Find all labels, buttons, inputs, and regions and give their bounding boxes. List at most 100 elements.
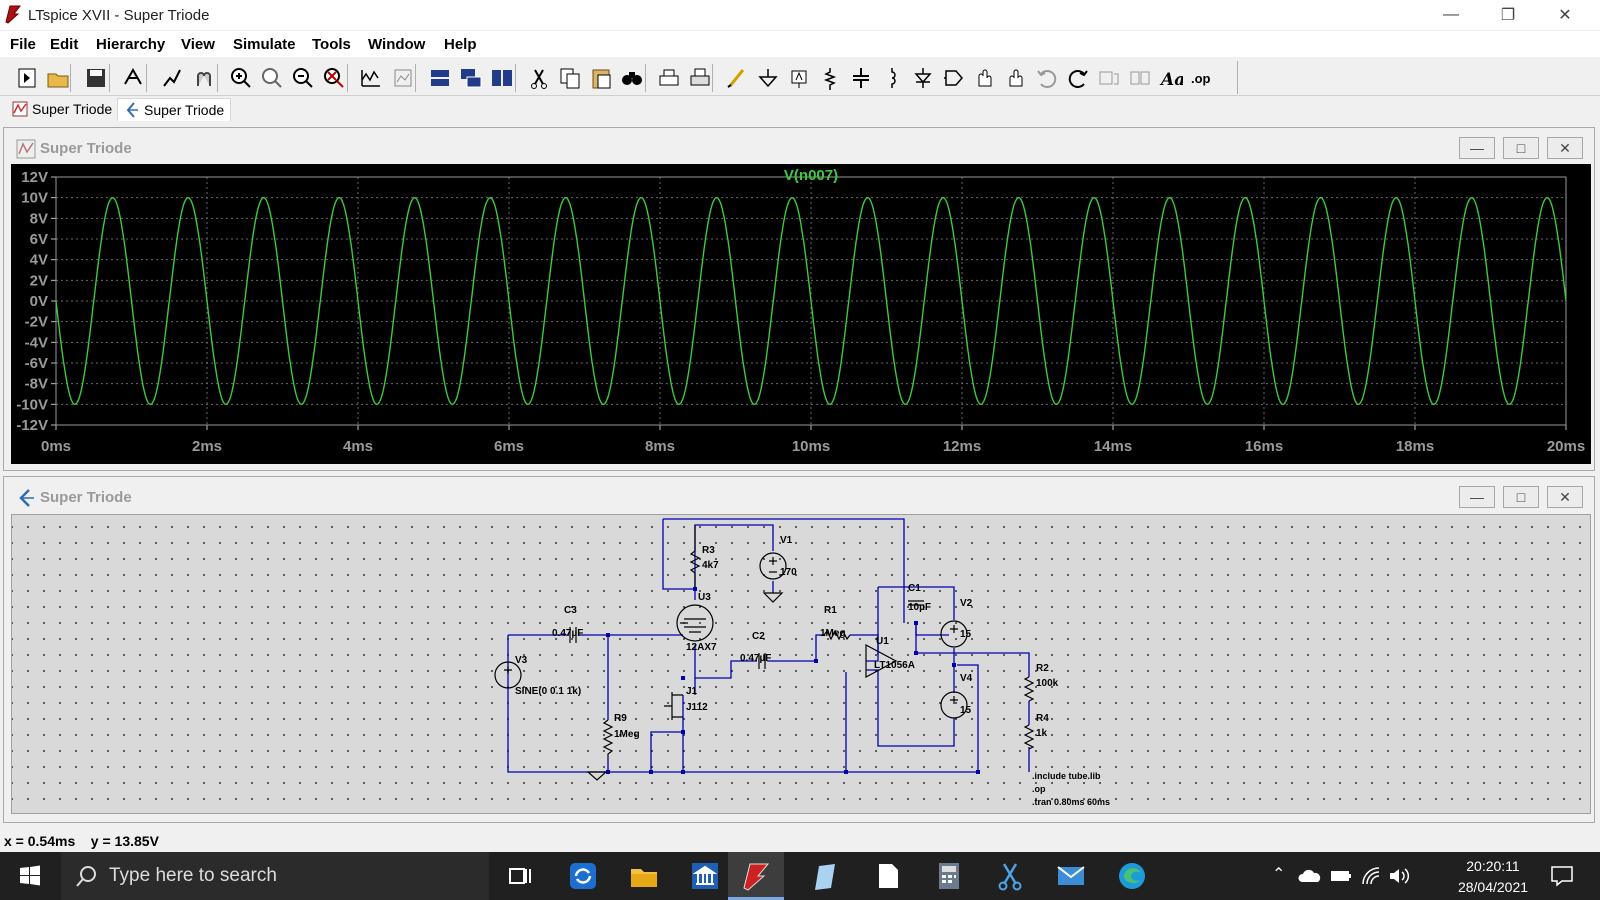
paste-button[interactable] <box>589 66 613 90</box>
copy-button[interactable] <box>558 66 582 90</box>
new-schematic-icon <box>18 68 36 88</box>
menu-help[interactable]: Help <box>444 36 477 53</box>
text-icon: Aa <box>1159 70 1185 90</box>
blank-file-icon[interactable] <box>872 860 904 892</box>
menu-bar: File Edit Hierarchy View Simulate Tools … <box>0 31 1600 57</box>
schematic-minimize-button[interactable]: — <box>1459 486 1495 508</box>
new-schematic-button[interactable] <box>15 66 39 90</box>
resistor-button[interactable] <box>818 66 842 90</box>
print-button[interactable] <box>688 66 712 90</box>
zoom-in-button[interactable] <box>229 66 253 90</box>
spice-directive: .tran 0.80ms 60ms <box>1032 797 1110 807</box>
toolbar-separator <box>70 64 71 92</box>
waveform-minimize-button[interactable]: — <box>1459 137 1495 159</box>
cut-button[interactable] <box>527 66 551 90</box>
mirror-button[interactable] <box>1128 66 1152 90</box>
notepad-icon[interactable] <box>811 860 843 892</box>
taskbar-clock[interactable]: 20:20:11 28/04/2021 <box>1456 856 1530 898</box>
diode-button[interactable] <box>911 66 935 90</box>
u3-label: U3 <box>698 592 711 603</box>
draw-wire-button[interactable] <box>725 66 749 90</box>
menu-window[interactable]: Window <box>368 36 426 53</box>
schematic-maximize-button[interactable]: □ <box>1503 486 1539 508</box>
v4-label: V4 <box>960 673 973 684</box>
y-tick-label: 12V <box>21 169 48 186</box>
waveform-icon <box>16 139 36 159</box>
redo-button[interactable] <box>1066 66 1090 90</box>
zoom-out-icon <box>293 68 313 88</box>
restore-button[interactable]: ❐ <box>1479 0 1537 30</box>
sync-app-icon[interactable] <box>567 860 599 892</box>
ground-button[interactable] <box>756 66 780 90</box>
halt-button[interactable] <box>192 66 216 90</box>
inductor-button[interactable] <box>880 66 904 90</box>
tab-schematic[interactable]: Super Triode <box>117 98 232 121</box>
component-button[interactable] <box>942 66 966 90</box>
fit-trace-button[interactable] <box>391 66 415 90</box>
zoom-out-button[interactable] <box>291 66 315 90</box>
y-tick-label: 4V <box>30 252 48 269</box>
chevron-up-icon[interactable]: ⌃ <box>1272 866 1286 883</box>
y-tick-label: 2V <box>30 272 48 289</box>
move-button[interactable] <box>973 66 997 90</box>
c2-value: 0.47µF <box>740 653 771 664</box>
notifications-icon[interactable] <box>1550 865 1574 887</box>
spice-directive: .op <box>1032 784 1046 794</box>
bank-app-icon[interactable] <box>689 860 721 892</box>
menu-file[interactable]: File <box>10 36 36 53</box>
waveform-maximize-button[interactable]: □ <box>1503 137 1539 159</box>
file-explorer-icon[interactable] <box>628 860 660 892</box>
taskbar-ltspice-active[interactable] <box>728 852 784 900</box>
schematic-canvas[interactable]: R3 4k7 V1 170 U3 12AX7 C3 0.47µF C2 0.47… <box>11 514 1591 814</box>
print-icon <box>690 68 710 86</box>
rotate-button[interactable] <box>1097 66 1121 90</box>
find-button[interactable] <box>620 66 644 90</box>
spice-directive-button[interactable]: .op <box>1190 66 1214 90</box>
tile-vertical-button[interactable] <box>490 66 514 90</box>
close-button[interactable]: ✕ <box>1536 0 1594 30</box>
taskbar-search-box[interactable]: Type here to search <box>61 852 489 900</box>
battery-icon[interactable] <box>1330 869 1352 883</box>
autorange-icon <box>361 70 380 87</box>
windows-start-icon[interactable] <box>14 860 46 892</box>
menu-hierarchy[interactable]: Hierarchy <box>96 36 166 53</box>
tab-waveform[interactable]: Super Triode <box>6 98 118 121</box>
schematic-close-button[interactable]: ✕ <box>1547 486 1583 508</box>
undo-button[interactable] <box>1035 66 1059 90</box>
waveform-close-button[interactable]: ✕ <box>1547 137 1583 159</box>
calculator-icon[interactable] <box>933 860 965 892</box>
minimize-button[interactable]: — <box>1422 0 1480 30</box>
cascade-button[interactable] <box>459 66 483 90</box>
run-button[interactable] <box>160 66 184 90</box>
y-tick-label: -4V <box>25 334 48 351</box>
toolbar-separator <box>217 64 218 92</box>
task-view-icon[interactable] <box>504 860 536 892</box>
menu-simulate[interactable]: Simulate <box>233 36 296 53</box>
wifi-icon[interactable] <box>1360 865 1382 887</box>
tile-horizontal-button[interactable] <box>428 66 452 90</box>
resistor-icon <box>823 68 837 90</box>
menu-edit[interactable]: Edit <box>50 36 79 53</box>
autorange-button[interactable] <box>359 66 383 90</box>
edge-browser-icon[interactable] <box>1116 860 1148 892</box>
control-panel-button[interactable] <box>121 66 145 90</box>
onedrive-icon[interactable] <box>1298 868 1322 884</box>
mail-icon[interactable] <box>1055 860 1087 892</box>
drag-button[interactable] <box>1004 66 1028 90</box>
capacitor-button[interactable] <box>849 66 873 90</box>
label-net-button[interactable] <box>787 66 811 90</box>
zoom-fit-button[interactable] <box>322 66 346 90</box>
print-setup-button[interactable] <box>657 66 681 90</box>
volume-icon[interactable] <box>1388 866 1410 886</box>
zoom-pan-button[interactable] <box>260 66 284 90</box>
open-button[interactable] <box>46 66 70 90</box>
snipping-tool-icon[interactable] <box>994 860 1026 892</box>
search-icon <box>76 866 96 887</box>
save-button[interactable] <box>84 66 108 90</box>
menu-view[interactable]: View <box>181 36 215 53</box>
save-icon <box>87 69 105 87</box>
v1-source <box>759 552 787 580</box>
text-button[interactable]: Aa <box>1159 66 1185 90</box>
menu-tools[interactable]: Tools <box>312 36 351 53</box>
